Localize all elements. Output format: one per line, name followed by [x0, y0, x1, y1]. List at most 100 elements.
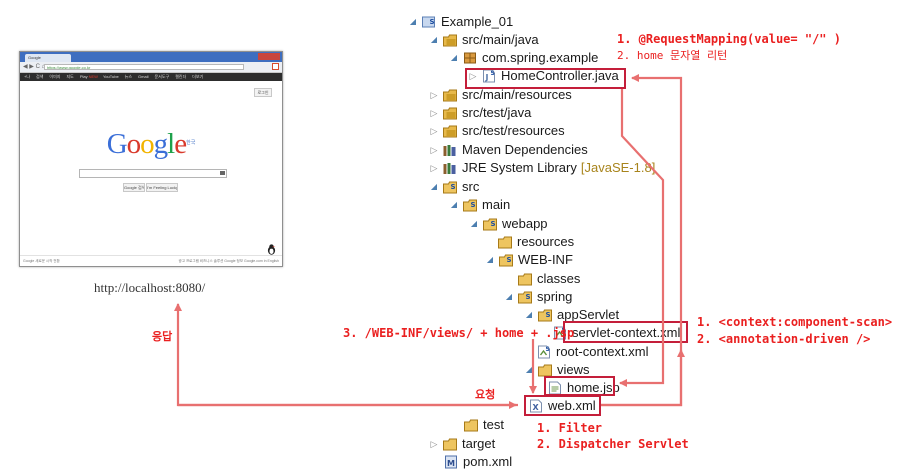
tree-item-label: main [482, 196, 510, 214]
tree-item-text: webapp [502, 216, 548, 231]
tree-item-label: appServlet [557, 306, 619, 324]
spring-folder-icon: S [538, 309, 552, 322]
google-logo-letter: g [153, 128, 168, 160]
tree-item-text: src [462, 179, 480, 194]
expanded-arrow-icon[interactable]: ◢ [525, 310, 533, 319]
note-return-home: 2. home 문자열 리턴 [617, 49, 728, 62]
folder-icon [498, 236, 512, 249]
tree-item-text: Maven Dependencies [462, 142, 588, 157]
google-nav-item[interactable]: 검색 [36, 74, 44, 79]
note-component-scan: 1. <context:component-scan> [697, 315, 893, 329]
project-icon: S [422, 16, 435, 28]
note-dispatcher-servlet: 2. Dispatcher Servlet [537, 437, 689, 451]
svg-text:S: S [546, 311, 551, 319]
expanded-arrow-icon[interactable]: ◢ [430, 35, 438, 44]
spring-folder-icon: S [483, 218, 497, 231]
google-nav-item[interactable]: +나 [24, 74, 31, 79]
folder-icon [538, 364, 552, 377]
google-logo-letter: o [140, 128, 154, 160]
tree-item-label: src/main/resources [462, 86, 572, 104]
browser-window: Google ◀ ▶ C ⌂ https://www.google.co.kr … [19, 51, 283, 267]
google-logo-letter: G [106, 128, 128, 160]
expanded-arrow-icon[interactable]: ◢ [430, 182, 438, 191]
collapsed-arrow-icon[interactable]: ▷ [430, 163, 438, 173]
google-nav-item[interactable]: 뉴스 [124, 74, 133, 79]
tree-item-label: src/main/java [462, 31, 539, 49]
arrow-to-servlet-context [601, 349, 685, 407]
nav-arrows-icon[interactable]: ◀ ▶ C ⌂ [23, 64, 46, 70]
library-icon [443, 145, 456, 156]
address-bar[interactable]: https://www.google.co.kr [44, 64, 244, 70]
google-nav-item[interactable]: YouTube [102, 74, 119, 79]
svg-text:S: S [451, 183, 456, 191]
tree-item-label: src/test/java [462, 104, 531, 122]
tree-item-text: views [557, 362, 590, 377]
svg-text:X: X [533, 403, 540, 412]
google-nav-item[interactable]: 지도 [66, 74, 74, 79]
google-search-button[interactable]: Google 검색 [123, 183, 145, 192]
collapsed-arrow-icon[interactable]: ▷ [430, 126, 438, 136]
collapsed-arrow-icon[interactable]: ▷ [430, 145, 438, 155]
window-controls-icon[interactable] [258, 53, 280, 60]
source-folder-icon [443, 125, 457, 138]
google-nav-item[interactable]: 더보기 [192, 74, 204, 79]
spring-folder-icon: S [499, 254, 513, 267]
footer-right-links[interactable]: 광고 프로그램 비즈니스 솔루션 Google 정보 Google.com in… [178, 259, 279, 263]
footer-left-links[interactable]: Google 새로운 시작 전환 [23, 259, 60, 263]
google-region: 한국 [186, 141, 196, 146]
google-nav-item[interactable]: NEW [88, 74, 98, 79]
wrench-icon[interactable] [272, 63, 279, 70]
svg-text:S: S [430, 18, 435, 26]
tree-item-text: WEB-INF [518, 252, 573, 267]
xml-file-icon: X [530, 399, 542, 413]
keyboard-icon[interactable] [220, 171, 225, 175]
google-nav-item[interactable]: 이미지 [49, 74, 61, 79]
tree-item-text: JRE System Library [462, 160, 577, 175]
spring-xml-icon: S [538, 345, 550, 359]
spring-folder-icon: S [518, 291, 532, 304]
google-logo-letter: l [167, 128, 175, 160]
jsp-file-icon [549, 381, 561, 395]
tree-item-label: JRE System Library[JavaSE-1.8] [462, 159, 655, 177]
collapsed-arrow-icon[interactable]: ▷ [430, 439, 438, 449]
tree-item-label: Maven Dependencies [462, 141, 588, 159]
expanded-arrow-icon[interactable]: ◢ [486, 255, 494, 264]
collapsed-arrow-icon[interactable]: ▷ [469, 71, 477, 81]
folder-icon [464, 419, 478, 432]
expanded-arrow-icon[interactable]: ◢ [450, 200, 458, 209]
tree-item-label: src/test/resources [462, 122, 565, 140]
svg-text:S: S [471, 201, 476, 209]
tree-item-label: HomeController.java [501, 67, 619, 85]
tree-item-decoration: [JavaSE-1.8] [580, 160, 656, 175]
login-button[interactable]: 로그인 [254, 88, 272, 97]
tree-item-label: servlet-context.xml [572, 324, 680, 342]
google-search-input[interactable] [79, 169, 227, 178]
browser-footer: Google 새로운 시작 전환 광고 프로그램 비즈니스 솔루션 Google… [20, 255, 282, 266]
feeling-lucky-button[interactable]: I'm Feeling Lucky [146, 183, 178, 192]
svg-text:S: S [491, 70, 495, 77]
tree-item-text: target [462, 436, 496, 451]
browser-tab[interactable]: Google [25, 54, 71, 62]
google-logo: Google한국 [20, 128, 282, 160]
expanded-arrow-icon[interactable]: ◢ [505, 292, 513, 301]
google-nav-item[interactable]: 캘린더 [175, 74, 187, 79]
collapsed-arrow-icon[interactable]: ▷ [430, 90, 438, 100]
google-nav-item[interactable]: 문서도구 [154, 74, 170, 79]
expanded-arrow-icon[interactable]: ◢ [409, 17, 417, 26]
maven-file-icon: M [445, 455, 457, 469]
tree-item-label: WEB-INF [518, 251, 573, 269]
tree-item-text: src/main/java [462, 32, 539, 47]
collapsed-arrow-icon[interactable]: ▷ [430, 108, 438, 118]
tree-item-label: webapp [502, 215, 548, 233]
tree-item-text: main [482, 197, 511, 212]
tree-item-label: com.spring.example [482, 49, 598, 67]
expanded-arrow-icon[interactable]: ◢ [470, 219, 478, 228]
tree-item-label: classes [537, 270, 580, 288]
google-nav-item[interactable]: Gmail [138, 74, 149, 79]
note-annotation-driven: 2. <annotation-driven /> [697, 332, 871, 346]
google-nav-item[interactable]: Play [79, 74, 88, 79]
google-nav-bar: +나 검색 이미지 지도 PlayNEW YouTube 뉴스 Gmail 문서도구 캘린더 더보기 [20, 73, 282, 81]
expanded-arrow-icon[interactable]: ◢ [525, 365, 533, 374]
expanded-arrow-icon[interactable]: ◢ [450, 53, 458, 62]
